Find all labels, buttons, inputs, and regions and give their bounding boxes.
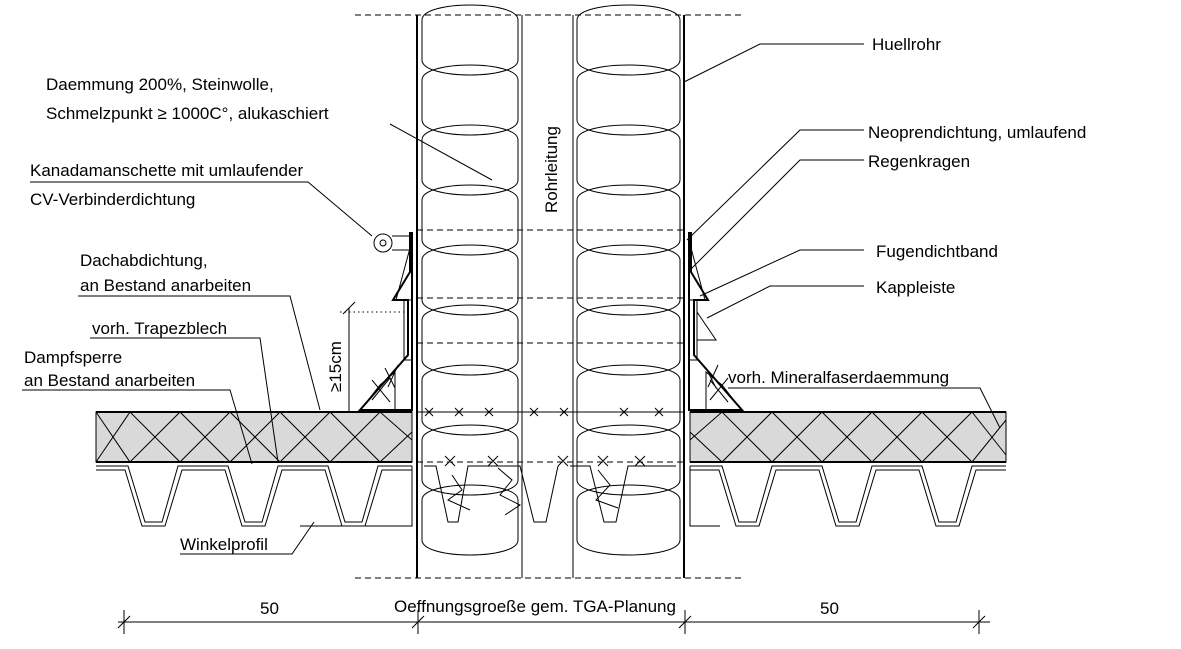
label-daemmung-line2: Schmelzpunkt ≥ 1000C°, alukaschiert — [46, 104, 329, 123]
label-dachabdichtung-line1: Dachabdichtung, — [80, 251, 208, 270]
label-regenkragen: Regenkragen — [868, 152, 970, 171]
trapezoidal-sheet-left — [96, 465, 412, 527]
label-winkelprofil: Winkelprofil — [180, 535, 268, 554]
roof-insulation-left — [95, 411, 413, 463]
label-fugendichtband: Fugendichtband — [876, 242, 998, 261]
leader-lines — [22, 43, 1001, 555]
opening-size-label: Oeffnungsgroeße gem. TGA-Planung — [394, 597, 676, 616]
label-kanada-line1: Kanadamanschette mit umlaufender — [30, 161, 303, 180]
label-dachabdichtung-line2: an Bestand anarbeiten — [80, 276, 251, 295]
pipe-insulation-left — [421, 4, 519, 556]
label-huellrohr: Huellrohr — [872, 35, 941, 54]
pipe-insulation-right — [576, 4, 681, 556]
sealing-cross-marks — [424, 407, 664, 467]
label-kappleiste: Kappleiste — [876, 278, 955, 297]
label-kanada-line2: CV-Verbinderdichtung — [30, 190, 195, 209]
label-neopren: Neoprendichtung, umlaufend — [868, 123, 1086, 142]
label-daemmung-line1: Daemmung 200%, Steinwolle, — [46, 75, 274, 94]
angle-profile-right — [689, 466, 720, 527]
label-trapezblech: vorh. Trapezblech — [92, 319, 227, 338]
label-dampfsperre-line2: an Bestand anarbeiten — [24, 371, 195, 390]
kanada-collar-right — [688, 232, 745, 411]
trapezoidal-sheet-cut-opening — [424, 465, 676, 523]
pipe-label: Rohrleitung — [542, 126, 561, 213]
height-dimension: ≥15cm — [326, 301, 404, 412]
angle-profile-left — [300, 466, 413, 527]
roof-insulation-right — [689, 411, 1007, 463]
label-mineralfaser: vorh. Mineralfaserdaemmung — [728, 368, 949, 387]
kanada-collar-left — [357, 232, 413, 411]
label-dampfsperre-line1: Dampfsperre — [24, 348, 122, 367]
height-dimension-label: ≥15cm — [326, 341, 345, 392]
bottom-dimension: 50 Oeffnungsgroeße gem. TGA-Planung 50 — [117, 597, 990, 634]
right-width-label: 50 — [820, 599, 839, 618]
trapezoidal-sheet-right — [690, 465, 1006, 527]
left-width-label: 50 — [260, 599, 279, 618]
